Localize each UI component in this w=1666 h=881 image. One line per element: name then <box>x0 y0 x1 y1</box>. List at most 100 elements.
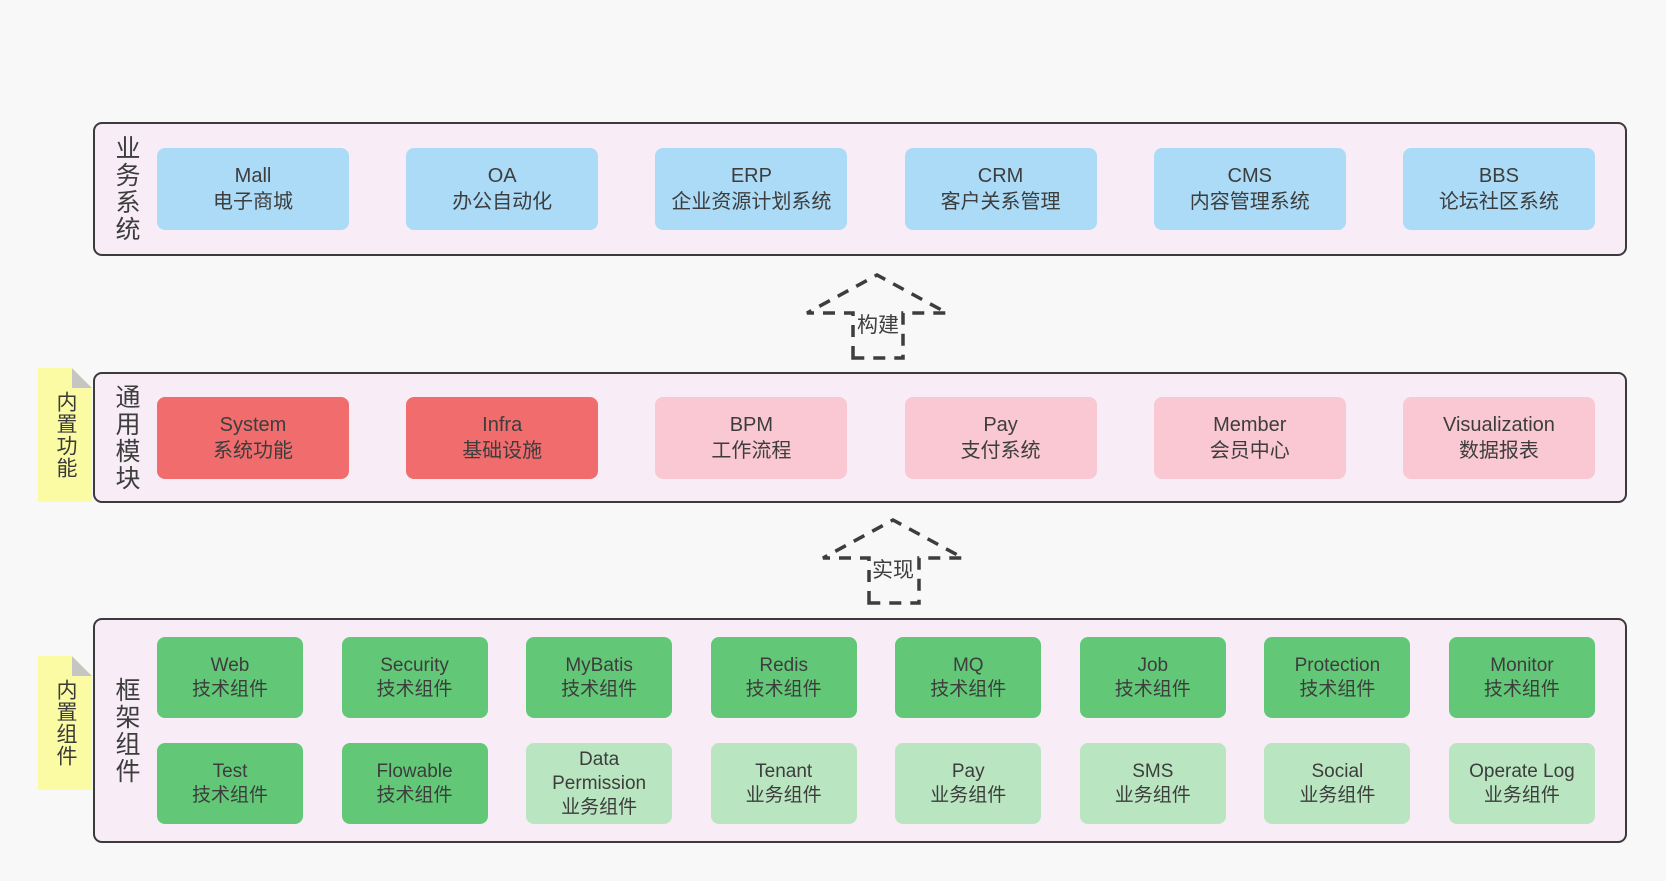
box-title: CMS <box>1227 165 1272 187</box>
module-boxes: System 系统功能 Infra 基础设施 BPM 工作流程 Pay 支付系统 Member 会… <box>157 374 1625 501</box>
arrow-implement-label: 实现 <box>872 559 914 582</box>
box-subtitle: 技术组件 <box>1483 678 1560 700</box>
box-subtitle: 支付系统 <box>960 439 1041 462</box>
box-title: Visualization <box>1442 413 1555 436</box>
business-boxes: Mall 电子商城 OA 办公自动化 ERP 企业资源计划系统 CRM 客户关系管理 CMS 内容… <box>157 124 1625 254</box>
box-title: Social <box>1311 760 1364 782</box>
box-subtitle: 工作流程 <box>711 439 792 462</box>
box-subtitle: 办公自动化 <box>452 191 553 213</box>
box-crm: CRM 客户关系管理 <box>904 148 1097 230</box>
box-system: System 系统功能 <box>157 396 349 479</box>
box-subtitle: 会员中心 <box>1209 439 1290 462</box>
arrow-implement <box>822 518 964 605</box>
box-subtitle: 电子商城 <box>213 191 293 213</box>
box-title: ERP <box>730 165 772 187</box>
box-title: CRM <box>977 165 1024 187</box>
module-row: System 系统功能 Infra 基础设施 BPM 工作流程 Pay 支付系统 Member 会… <box>157 396 1595 479</box>
box-subtitle: 客户关系管理 <box>940 191 1061 213</box>
arrow-build <box>806 273 948 360</box>
box-title: Tenant <box>755 760 813 782</box>
box-title: OA <box>487 165 517 187</box>
layer-common-modules: 通用模块 System 系统功能 Infra 基础设施 BPM 工作流程 Pay 支付系统 Me… <box>93 372 1627 503</box>
box-subtitle: 技术组件 <box>191 784 268 806</box>
sticky-note-builtin-components-label: 内置组件 <box>54 679 77 767</box>
box-title: Member <box>1213 413 1287 436</box>
layer-title-framework-components: 框架组件 <box>112 676 140 785</box>
box-title: Pay <box>983 413 1018 436</box>
box-title: Data Permission <box>552 748 647 794</box>
box-subtitle: 技术组件 <box>930 678 1007 700</box>
box-title: Redis <box>759 654 808 676</box>
box-title: MQ <box>952 654 984 676</box>
box-title: Pay <box>951 760 985 782</box>
box-subtitle: 论坛社区系统 <box>1438 191 1559 213</box>
box-title: Mall <box>234 165 272 187</box>
box-title: BBS <box>1478 165 1519 187</box>
layer-business-systems: 业务系统 Mall 电子商城 OA 办公自动化 ERP 企业资源计划系统 CRM 客户关系管理… <box>93 122 1627 256</box>
box-title: Security <box>380 654 449 676</box>
box-cms: CMS 内容管理系统 <box>1153 148 1346 230</box>
box-subtitle: 业务组件 <box>561 796 638 818</box>
box-subtitle: 技术组件 <box>1114 678 1191 700</box>
box-subtitle: 技术组件 <box>745 678 822 700</box>
module-row: Mall 电子商城 OA 办公自动化 ERP 企业资源计划系统 CRM 客户关系管理 CMS 内容… <box>157 148 1595 230</box>
box-subtitle: 业务组件 <box>1299 784 1376 806</box>
box-subtitle: 业务组件 <box>1483 784 1560 806</box>
layer-title-business-systems: 业务系统 <box>112 135 140 243</box>
layer-title-common-modules: 通用模块 <box>112 383 140 492</box>
box-subtitle: 技术组件 <box>1299 678 1376 700</box>
box-title: System <box>219 413 287 436</box>
box-subtitle: 数据报表 <box>1458 439 1539 462</box>
box-subtitle: 业务组件 <box>930 784 1007 806</box>
box-subtitle: 内容管理系统 <box>1189 191 1310 213</box>
box-subtitle: 业务组件 <box>745 784 822 806</box>
sticky-note-builtin-components: 内置组件 <box>38 656 92 790</box>
box-title: Job <box>1137 654 1169 676</box>
box-title: Operate Log <box>1469 760 1575 782</box>
box-mall: Mall 电子商城 <box>157 148 349 230</box>
box-subtitle: 系统功能 <box>213 439 293 462</box>
box-title: SMS <box>1132 760 1174 782</box>
box-title: BPM <box>729 413 774 436</box>
box-subtitle: 技术组件 <box>376 678 453 700</box>
box-bbs: BBS 论坛社区系统 <box>1402 148 1595 230</box>
box-title: Flowable <box>376 760 453 782</box>
arrow-build-label: 构建 <box>857 314 899 337</box>
box-bpm: BPM 工作流程 <box>655 396 848 479</box>
box-subtitle: 技术组件 <box>561 678 638 700</box>
box-title: Test <box>212 760 248 782</box>
sticky-note-builtin-features-label: 内置功能 <box>54 391 77 479</box>
box-pay: Pay 支付系统 <box>904 396 1097 479</box>
box-title: Monitor <box>1490 654 1554 676</box>
box-subtitle: 企业资源计划系统 <box>671 191 832 213</box>
box-title: MyBatis <box>565 654 633 676</box>
box-title: Protection <box>1294 654 1381 676</box>
box-infra: Infra 基础设施 <box>406 396 599 479</box>
box-erp: ERP 企业资源计划系统 <box>655 148 848 230</box>
box-title: Web <box>210 654 250 676</box>
box-subtitle: 基础设施 <box>462 439 543 462</box>
box-subtitle: 技术组件 <box>191 678 268 700</box>
sticky-note-builtin-features: 内置功能 <box>38 368 92 502</box>
box-title: Infra <box>482 413 523 436</box>
